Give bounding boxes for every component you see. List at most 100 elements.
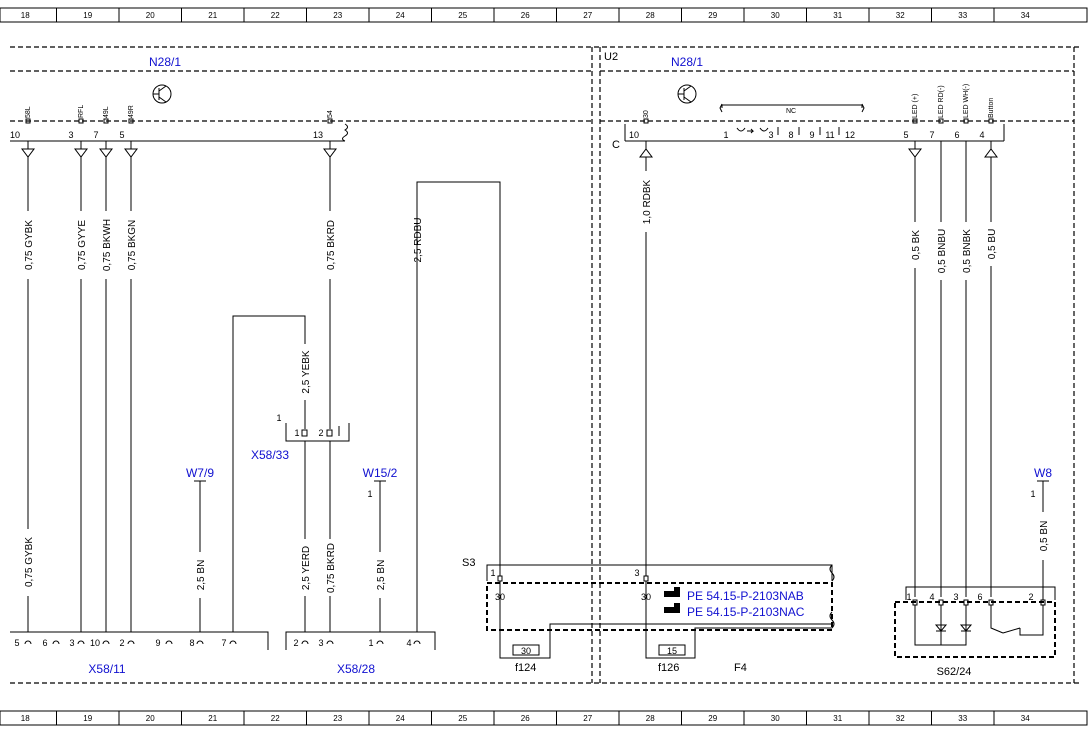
component-n28-1-right: N28/1 (671, 55, 703, 69)
wire-label: 0,75 GYYE (77, 220, 88, 270)
pin-number: 6 (977, 592, 982, 602)
wire-label: 0,75 BKRD (326, 220, 337, 270)
wire-label: 0,75 BKRD (326, 543, 337, 593)
ruler-column-number: 34 (1021, 11, 1030, 20)
pin-number: 6 (954, 130, 959, 140)
pin-number: 3 (318, 638, 323, 648)
pin-number: 7 (221, 638, 226, 648)
pin-number: 7 (93, 130, 98, 140)
wire-label: 2,5 YERD (301, 546, 312, 590)
ruler-column-number: 19 (83, 11, 92, 20)
component-f124: f124 (515, 662, 536, 674)
wire-label: 1,0 RDBK (642, 179, 653, 224)
ruler-column-number: 22 (271, 11, 280, 20)
wires-top (27, 157, 1049, 632)
ruler-column-number: 27 (583, 714, 592, 723)
pin-number: 2 (119, 638, 124, 648)
nc-bracket (719, 103, 865, 113)
ruler-column-number: 26 (521, 11, 530, 20)
pin-number: 9 (155, 638, 160, 648)
wire-label: 2,5 YEBK (301, 350, 312, 394)
pin-number: 2 (318, 428, 323, 438)
signal-led-wh: LED WH(-) (963, 84, 970, 118)
ruler-column-number: 34 (1021, 714, 1030, 723)
ground-arrows (21, 141, 998, 158)
ruler-column-number: 26 (521, 714, 530, 723)
region-label-u2: U2 (604, 51, 618, 63)
ruler-column-number: 31 (833, 714, 842, 723)
connector-x58-33: 1 1 2 (276, 413, 350, 442)
ruler-column-number: 33 (958, 714, 967, 723)
nc-label: NC (786, 108, 796, 115)
pin-number: 1 (276, 413, 281, 423)
signal-button: Button (988, 98, 995, 118)
pin-number: 3 (953, 592, 958, 602)
signal-led-rd: LED RD(-) (938, 85, 945, 118)
component-x58-11: X58/11 (88, 662, 125, 676)
ruler-column-number: 23 (333, 11, 342, 20)
connector-x58-11: 5 6 3 10 2 9 8 7 (10, 631, 269, 650)
ruler-column-number: 25 (458, 11, 467, 20)
pin-number: 4 (406, 638, 411, 648)
reference-link[interactable]: PE 54.15-P-2103NAC (687, 605, 805, 619)
connector-label-c: C (612, 139, 620, 151)
nc-pins: 1 3 8 9 11 12 (723, 127, 855, 140)
component-x58-28: X58/28 (337, 662, 375, 676)
pin-number: 10 (90, 638, 100, 648)
component-f126: f126 (658, 662, 679, 674)
pin-number: 6 (42, 638, 47, 648)
pin-number: 10 (10, 130, 20, 140)
ruler-column-number: 21 (208, 714, 217, 723)
fuse-rating: 30 (521, 646, 531, 656)
nc-pin: 12 (845, 130, 855, 140)
component-w7-9: W7/9 (186, 466, 214, 480)
reference-links[interactable]: PE 54.15-P-2103NAB PE 54.15-P-2103NAC (664, 587, 805, 619)
signal-54: 54 (327, 110, 334, 118)
pin-number: 5 (14, 638, 19, 648)
signal-49l: 49L (103, 106, 110, 118)
wire-labels: 0,75 GYBK 0,75 GYYE 0,75 BKWH 0,75 BKGN … (24, 179, 1050, 593)
pin-number: 1 (1030, 489, 1035, 499)
ruler-column-number: 28 (646, 714, 655, 723)
nc-pin: 1 (723, 130, 728, 140)
ruler-column-number: 18 (21, 714, 30, 723)
pin-number: 3 (634, 568, 639, 578)
terminals-left: 10 58L 3 RFL 7 49L 5 49R 13 54 (10, 105, 334, 140)
ruler-column-number: 20 (146, 11, 155, 20)
ruler-column-number: 31 (833, 11, 842, 20)
pin-number: 5 (903, 130, 908, 140)
pin-number: 10 (629, 130, 639, 140)
ruler-column-number: 27 (583, 11, 592, 20)
wire-label: 0,75 BKWH (102, 219, 113, 271)
wire-label: 2,5 BN (196, 560, 207, 591)
ruler-column-number: 30 (771, 11, 780, 20)
reference-link[interactable]: PE 54.15-P-2103NAB (687, 589, 804, 603)
wire-label: 0,5 BU (987, 229, 998, 260)
component-s62-24: S62/24 (937, 666, 972, 678)
signal-49r: 49R (128, 105, 135, 118)
ruler-column-number: 32 (896, 714, 905, 723)
ruler-column-number: 23 (333, 714, 342, 723)
connector-strip-left (10, 123, 348, 142)
wire-label: 2,5 RDBU (413, 217, 424, 262)
ruler-column-number: 18 (21, 11, 30, 20)
component-f4: F4 (734, 662, 747, 674)
component-x58-33: X58/33 (251, 448, 289, 462)
pin-number: 1 (294, 428, 299, 438)
ruler-column-number: 25 (458, 714, 467, 723)
wire-label: 0,75 GYBK (24, 220, 35, 270)
pin-number: 1 (368, 638, 373, 648)
wire-label: 0,5 BN (1039, 521, 1050, 552)
nc-pin: 9 (809, 130, 814, 140)
wire-label: 0,5 BNBK (962, 229, 973, 273)
component-w15-2: W15/2 (363, 466, 398, 480)
signal-30: 30 (643, 110, 650, 118)
ruler-column-number: 19 (83, 714, 92, 723)
ruler-column-number: 24 (396, 714, 405, 723)
ruler-column-number: 21 (208, 11, 217, 20)
nc-pin: 8 (788, 130, 793, 140)
ruler-column-number: 30 (771, 714, 780, 723)
reference-icon (664, 587, 680, 613)
